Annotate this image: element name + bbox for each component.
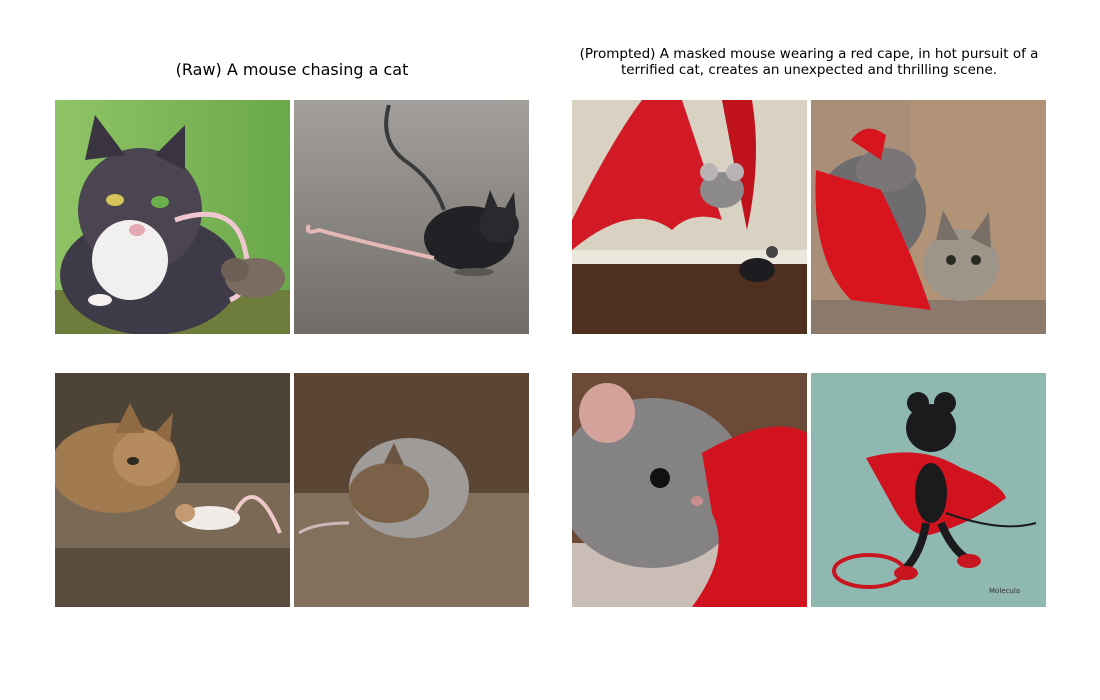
prompted-image-4: Molecula [811,373,1046,607]
left-panel-title: (Raw) A mouse chasing a cat [175,60,409,79]
raw-image-1 [55,100,290,334]
raw-image-4 [294,373,529,607]
prompted-image-1 [572,100,807,334]
right-panel-title: (Prompted) A masked mouse wearing a red … [579,46,1039,79]
raw-image-3 [55,373,290,607]
prompted-image-3 [572,373,807,607]
raw-image-2 [294,100,529,334]
illustration-signature: Molecula [989,587,1020,595]
prompted-image-2 [811,100,1046,334]
